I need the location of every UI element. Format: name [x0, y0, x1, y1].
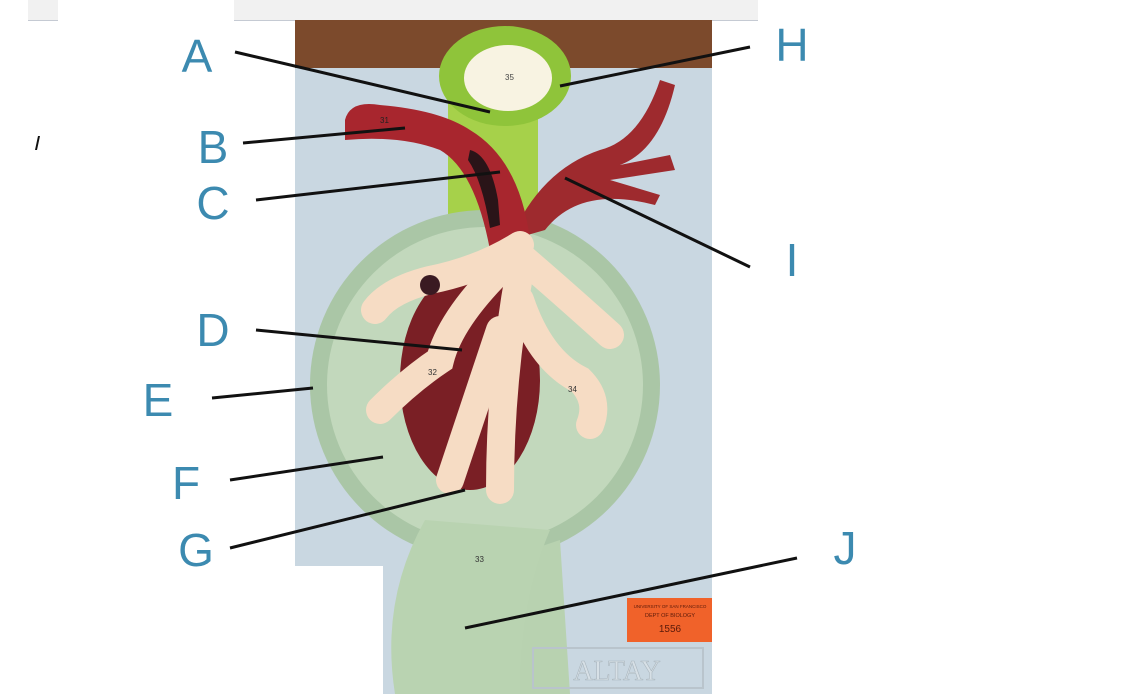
- label-g: G: [178, 524, 214, 576]
- brand-logo: ALTAY: [573, 656, 661, 687]
- efferent-arteriole: [510, 80, 675, 240]
- model-number: 35: [505, 73, 514, 82]
- label-i: I: [785, 234, 799, 286]
- model-number: 32: [428, 368, 437, 377]
- label-e: E: [142, 374, 174, 426]
- label-c: C: [196, 177, 230, 229]
- label-d: D: [196, 304, 230, 356]
- model-tag: [627, 598, 712, 642]
- label-f: F: [171, 457, 201, 509]
- model-number: 34: [568, 385, 577, 394]
- tubule-lumen: [464, 45, 552, 111]
- leader-lines: [211, 45, 798, 630]
- capillary-loops: [361, 231, 624, 504]
- svg-text:1556: 1556: [659, 624, 682, 635]
- model-number: 33: [475, 555, 484, 564]
- model-number: 31: [380, 116, 389, 125]
- afferent-arteriole: [345, 104, 530, 250]
- label-h: H: [775, 19, 809, 71]
- svg-text:DEPT OF BIOLOGY: DEPT OF BIOLOGY: [645, 613, 695, 619]
- svg-text:UNIVERSITY OF SAN FRANCISCO: UNIVERSITY OF SAN FRANCISCO: [634, 604, 707, 609]
- label-b: B: [197, 121, 229, 173]
- label-j: J: [833, 522, 857, 574]
- label-a: A: [181, 30, 213, 82]
